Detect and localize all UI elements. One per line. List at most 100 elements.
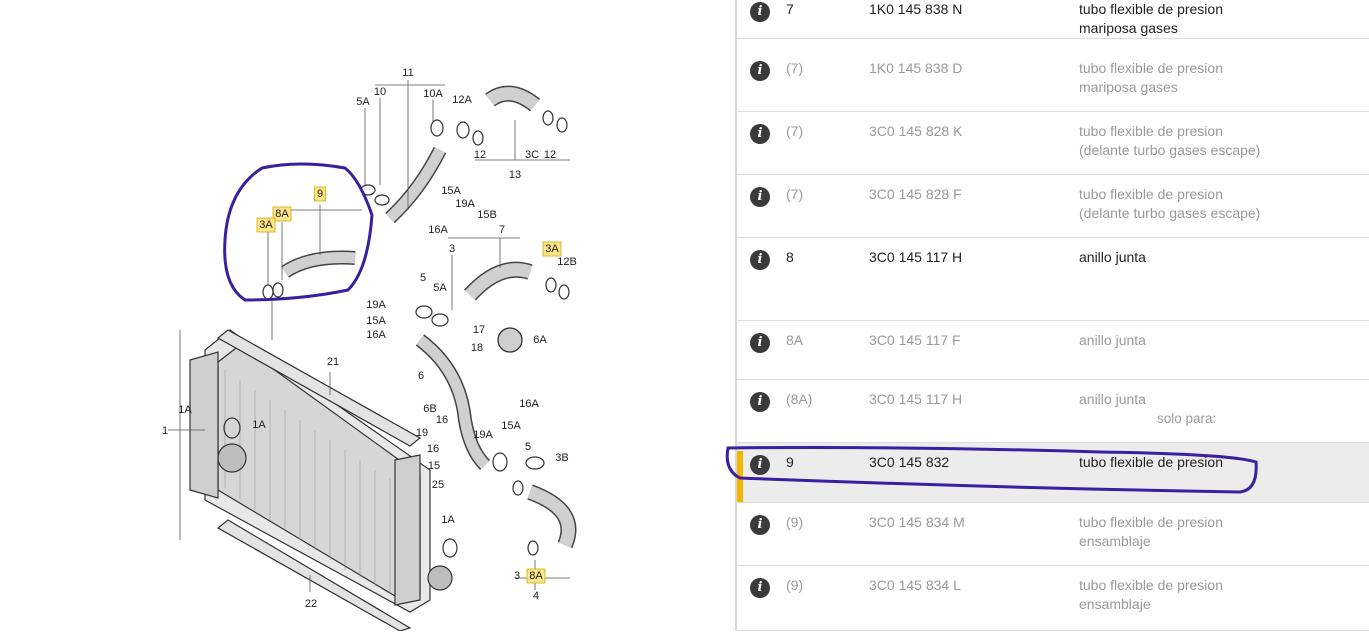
- callout-3[interactable]: 3: [449, 243, 455, 255]
- callout-12b[interactable]: 12B: [557, 256, 577, 268]
- info-icon[interactable]: i: [750, 187, 770, 207]
- callout-6a[interactable]: 6A: [533, 334, 547, 346]
- part-number[interactable]: 3C0 145 834 M: [869, 514, 965, 530]
- callout-3a[interactable]: 3A: [259, 219, 273, 231]
- callout-11[interactable]: 11: [402, 67, 413, 79]
- callout-highlight: [526, 568, 546, 584]
- part-position: 8A: [786, 332, 804, 348]
- part-number[interactable]: 3C0 145 832: [869, 454, 950, 470]
- part-number[interactable]: 1K0 145 838 D: [869, 60, 963, 76]
- callout-5[interactable]: 5: [420, 272, 426, 284]
- part-number[interactable]: 3C0 145 117 F: [869, 332, 961, 348]
- callout-8a[interactable]: 8A: [529, 570, 543, 582]
- callout-1a[interactable]: 1A: [252, 419, 266, 431]
- part-position: (9): [786, 577, 804, 593]
- callout-6b[interactable]: 6B: [423, 403, 436, 415]
- callout-1[interactable]: 1: [162, 425, 168, 437]
- callout-13[interactable]: 13: [509, 169, 521, 181]
- callout-16a[interactable]: 16A: [428, 224, 448, 236]
- part-number[interactable]: 3C0 145 117 H: [869, 249, 963, 265]
- part-note: solo para:: [1157, 411, 1217, 426]
- callout-22[interactable]: 22: [305, 598, 317, 610]
- callout-18[interactable]: 18: [471, 342, 483, 354]
- callout-25[interactable]: 25: [432, 479, 444, 491]
- callout-3c[interactable]: 3C: [525, 149, 539, 161]
- callout-19a[interactable]: 19A: [366, 299, 386, 311]
- part-description-line1: tubo flexible de presion: [1079, 60, 1223, 76]
- callout-16[interactable]: 16: [436, 414, 448, 426]
- callout-21[interactable]: 21: [327, 356, 339, 368]
- callout-15a[interactable]: 15A: [366, 315, 386, 327]
- part-number[interactable]: 3C0 145 834 L: [869, 577, 961, 593]
- part-description-line1: tubo flexible de presion: [1079, 186, 1223, 202]
- panel-divider[interactable]: [735, 0, 737, 631]
- callout-10a[interactable]: 10A: [423, 88, 443, 100]
- callout-15a[interactable]: 15A: [441, 185, 461, 197]
- part-number[interactable]: 3C0 145 828 F: [869, 186, 962, 202]
- callout-5a[interactable]: 5A: [433, 282, 447, 294]
- callout-16a[interactable]: 16A: [519, 398, 539, 410]
- part-description: tubo flexible de presion(delante turbo g…: [1079, 185, 1359, 223]
- callout-16a[interactable]: 16A: [366, 329, 386, 341]
- part-number[interactable]: 3C0 145 828 K: [869, 123, 963, 139]
- part-number[interactable]: 3C0 145 117 H: [869, 391, 963, 407]
- callout-highlight: [272, 206, 292, 222]
- part-description-line2: ensamblaje: [1079, 596, 1151, 612]
- callout-15[interactable]: 15: [428, 460, 440, 472]
- hose-drawings: [281, 85, 577, 549]
- callout-15b[interactable]: 15B: [477, 209, 497, 221]
- info-icon[interactable]: i: [750, 392, 770, 412]
- callout-3[interactable]: 3: [514, 570, 520, 582]
- info-icon[interactable]: i: [750, 61, 770, 81]
- part-position: (8A): [786, 391, 813, 407]
- callout-1a[interactable]: 1A: [178, 404, 192, 416]
- info-icon[interactable]: i: [750, 578, 770, 598]
- callout-1a[interactable]: 1A: [441, 514, 455, 526]
- callout-15a[interactable]: 15A: [501, 420, 521, 432]
- info-icon[interactable]: i: [750, 2, 770, 22]
- callout-5a[interactable]: 5A: [356, 96, 370, 108]
- callout-8a[interactable]: 8A: [275, 208, 289, 220]
- callout-12a[interactable]: 12A: [452, 94, 472, 106]
- callout-7[interactable]: 7: [499, 224, 505, 236]
- callout-17[interactable]: 17: [473, 324, 485, 336]
- callout-12[interactable]: 12: [544, 149, 556, 161]
- callout-19a[interactable]: 19A: [473, 429, 493, 441]
- intercooler-drawing: [189, 329, 453, 632]
- callout-9[interactable]: 9: [317, 188, 323, 200]
- callout-16[interactable]: 16: [427, 443, 439, 455]
- part-description-line1: tubo flexible de presion: [1079, 123, 1223, 139]
- callout-12[interactable]: 12: [474, 149, 486, 161]
- callout-10[interactable]: 10: [374, 86, 386, 98]
- info-icon[interactable]: i: [750, 515, 770, 535]
- info-icon[interactable]: i: [750, 333, 770, 353]
- callout-19[interactable]: 19: [416, 427, 428, 439]
- callout-3a[interactable]: 3A: [545, 243, 559, 255]
- info-icon[interactable]: i: [750, 250, 770, 270]
- part-position: 7: [786, 1, 794, 17]
- part-description-line1: tubo flexible de presion: [1079, 1, 1223, 17]
- part-position: 9: [786, 454, 794, 470]
- callout-3b[interactable]: 3B: [555, 452, 568, 464]
- info-icon[interactable]: i: [750, 124, 770, 144]
- callout-19a[interactable]: 19A: [455, 198, 475, 210]
- callout-5[interactable]: 5: [525, 441, 531, 453]
- callout-4[interactable]: 4: [533, 590, 539, 602]
- callout-highlight: [256, 217, 276, 233]
- callout-6[interactable]: 6: [418, 370, 424, 382]
- part-number[interactable]: 1K0 145 838 N: [869, 1, 963, 17]
- info-icon[interactable]: i: [750, 455, 770, 475]
